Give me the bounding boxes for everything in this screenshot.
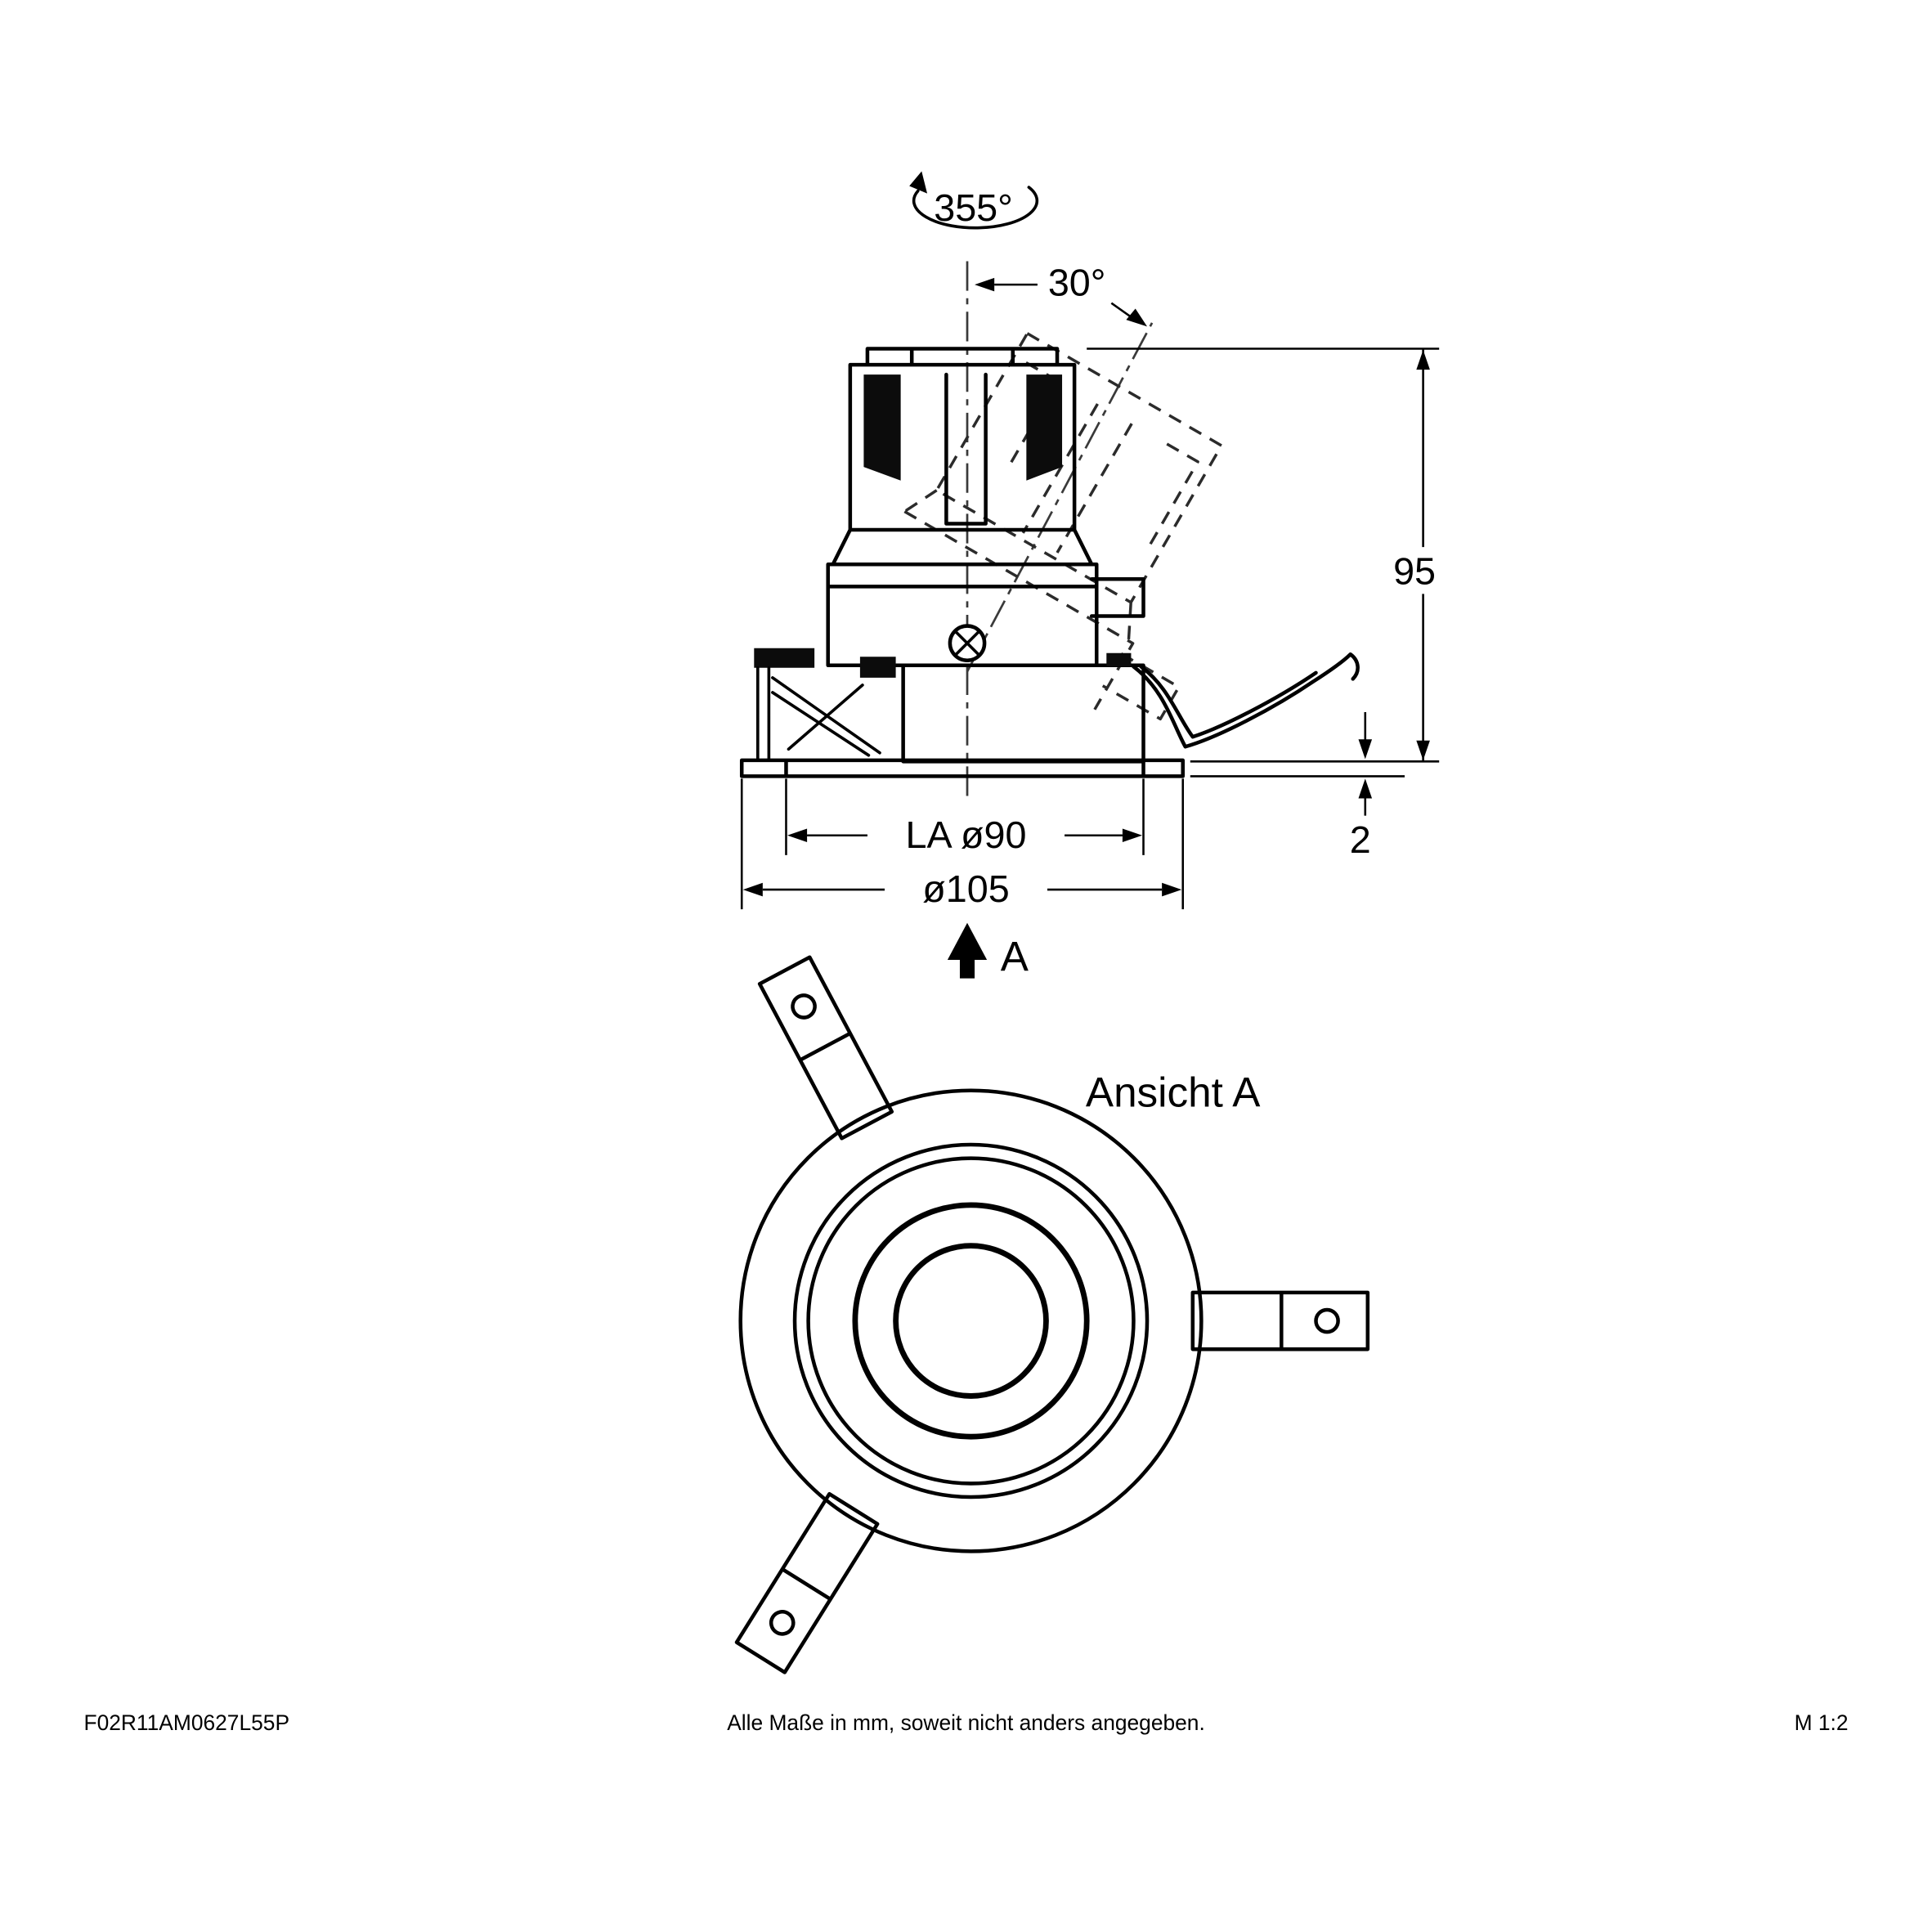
thickness-arrow-down-icon [1358, 739, 1373, 760]
view-title: Ansicht A [1086, 1069, 1261, 1115]
mounting-tab-right [1190, 1290, 1370, 1352]
rotation-label: 355° [934, 186, 1013, 229]
tilted-centerline [966, 322, 1154, 672]
reflector-ring [852, 1202, 1090, 1440]
dimension-cutout-90: LA ø90 [785, 778, 1145, 856]
mounting-tab-lower-left [734, 1491, 880, 1674]
spring-clip-left [756, 666, 881, 762]
footer-article-number: F02R11AM0627L55P [83, 1710, 289, 1735]
height-extension-lines [1087, 347, 1440, 763]
heatsink-slots [754, 374, 1132, 678]
thickness-arrow-up-icon [1358, 778, 1373, 799]
spring-wire-right [1132, 652, 1360, 749]
lens-opening [893, 1243, 1049, 1399]
footer-scale: M 1:2 [1795, 1710, 1849, 1735]
thickness-label: 2 [1350, 818, 1371, 861]
rotation-arc [912, 186, 1039, 230]
module-outline [739, 347, 1185, 778]
outer-arrow-left-icon [742, 882, 763, 897]
view-direction-arrow: A [947, 922, 1029, 980]
tab-body [757, 955, 894, 1141]
tab-hole [791, 993, 817, 1020]
spring-wire-right-path [1132, 652, 1360, 749]
outer-extension-lines [740, 778, 1185, 910]
tab-body [1190, 1290, 1370, 1352]
outer-flange-ring [738, 1088, 1204, 1553]
view-arrow-up-icon [947, 922, 988, 979]
view-arrow-label: A [1001, 934, 1029, 980]
cutout-arrow-right-icon [1122, 828, 1143, 843]
trim-ring-inner [806, 1156, 1136, 1486]
mounting-tab-upper-left [757, 955, 894, 1141]
tab-hole [769, 1610, 796, 1636]
dimension-outer-105: ø105 [740, 778, 1185, 910]
outer-diameter-label: ø105 [922, 867, 1009, 910]
spring-clip-left-wires [756, 666, 881, 762]
luminaire-body [739, 347, 1185, 778]
tab-hole [1314, 1307, 1340, 1334]
dimension-thickness-2: 2 [1190, 712, 1405, 861]
screw-cross-icon [953, 629, 981, 657]
tilt-annotation: 30° [975, 262, 1148, 327]
height-label: 95 [1393, 549, 1436, 592]
side-view: 355° 30° 95 [739, 171, 1457, 980]
trim-ring-outer [792, 1142, 1150, 1499]
cutout-extension-lines [785, 778, 1145, 855]
top-view: Ansicht A [734, 955, 1370, 1674]
cutout-arrow-left-icon [787, 828, 808, 843]
outer-arrow-right-icon [1162, 882, 1182, 897]
cutout-label: LA ø90 [906, 814, 1027, 856]
footer: F02R11AM0627L55P Alle Maße in mm, soweit… [83, 1710, 1848, 1735]
ghost-module-outline [903, 332, 1223, 721]
dimension-height-95: 95 [1087, 347, 1457, 763]
tab-body [734, 1491, 880, 1674]
tilt-label: 30° [1048, 262, 1106, 304]
ghost-tilted-module [903, 332, 1223, 721]
footer-note: Alle Maße in mm, soweit nicht anders ang… [727, 1710, 1205, 1735]
tilt-leader-lines [994, 283, 1133, 319]
tilt-arrow-right-icon [1126, 308, 1148, 327]
height-arrow-top-icon [1416, 349, 1430, 370]
tilt-arrow-left-icon [975, 277, 995, 292]
rotation-annotation: 355° [909, 171, 1039, 230]
height-label-backing [1382, 547, 1457, 594]
height-arrow-bottom-icon [1416, 740, 1430, 760]
luminaire-face-rings [738, 1088, 1204, 1553]
